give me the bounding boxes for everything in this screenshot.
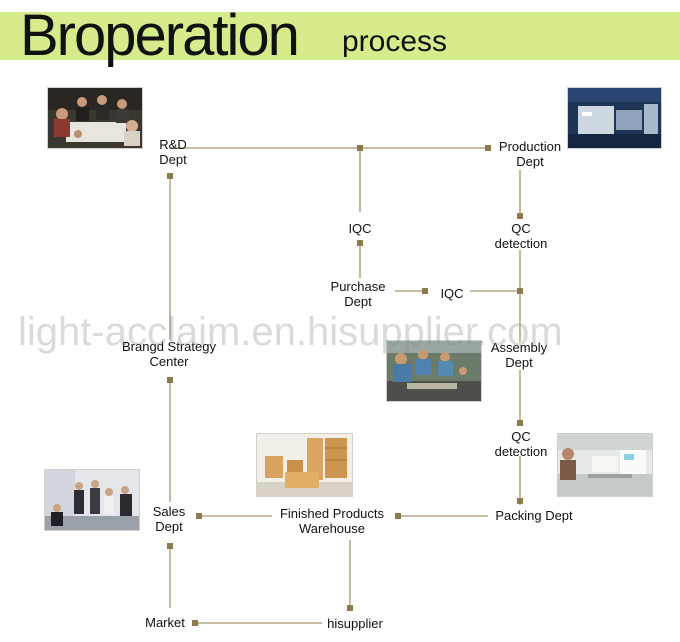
node-rd-dept: R&D Dept [148, 137, 198, 167]
node-label: IQC [440, 286, 464, 301]
lab-photo [557, 433, 653, 497]
factory-photo [567, 87, 662, 149]
office-photo [44, 469, 140, 531]
node-label: Dept [155, 519, 183, 534]
node-dot [357, 240, 363, 246]
node-label: Warehouse [299, 521, 365, 536]
node-purchase-dept: Purchase Dept [322, 279, 394, 309]
header-band [0, 12, 680, 60]
node-label: Center [149, 354, 189, 369]
node-qc-detection-bottom: QC detection [486, 429, 556, 459]
node-label: Market [145, 615, 185, 630]
node-label: detection [494, 236, 548, 251]
node-label: IQC [348, 221, 372, 236]
node-dot [485, 145, 491, 151]
page-title: Broperation [20, 3, 300, 68]
node-finished-products-warehouse: Finished Products Warehouse [266, 506, 398, 536]
node-dot [517, 213, 523, 219]
node-label: Finished Products [279, 506, 385, 521]
node-dot [422, 288, 428, 294]
node-qc-detection-top: QC detection [486, 221, 556, 251]
node-label: QC [511, 221, 531, 236]
node-label: Purchase [330, 279, 386, 294]
page-subtitle: process [342, 25, 448, 58]
node-label: Dept [505, 355, 533, 370]
node-packing-dept: Packing Dept [486, 508, 582, 523]
assembly-line-photo [386, 340, 482, 402]
node-dot [347, 605, 353, 611]
node-label: detection [494, 444, 548, 459]
node-dot [517, 288, 523, 294]
node-brand-strategy-center: Brangd Strategy Center [110, 339, 228, 369]
node-dot [395, 513, 401, 519]
node-label: Dept [516, 154, 544, 169]
node-dot [517, 498, 523, 504]
node-hisupplier: hisupplier [318, 616, 392, 631]
node-assembly-dept: Assembly Dept [484, 340, 554, 370]
node-market: Market [138, 615, 192, 630]
node-label: Assembly [490, 340, 548, 355]
node-iqc-top: IQC [340, 221, 380, 236]
node-label: Dept [344, 294, 372, 309]
node-label: Brangd Strategy [122, 339, 216, 354]
node-dot [517, 420, 523, 426]
node-label: Sales [152, 504, 186, 519]
node-sales-dept: Sales Dept [144, 504, 194, 534]
node-dot [196, 513, 202, 519]
node-dot [192, 620, 198, 626]
node-label: hisupplier [327, 616, 383, 631]
node-dot [167, 543, 173, 549]
node-dot [167, 377, 173, 383]
watermark: light-acclaim.en.hisupplier.com [18, 310, 563, 354]
node-label: Dept [159, 152, 187, 167]
meeting-photo [47, 87, 143, 149]
node-label: QC [511, 429, 531, 444]
warehouse-photo [256, 433, 353, 497]
node-label: Production [498, 139, 562, 154]
node-label: Packing Dept [495, 508, 573, 523]
node-label: R&D [159, 137, 187, 152]
node-production-dept: Production Dept [490, 139, 570, 169]
node-iqc-mid: IQC [434, 286, 470, 301]
node-dot [357, 145, 363, 151]
node-dot [167, 173, 173, 179]
